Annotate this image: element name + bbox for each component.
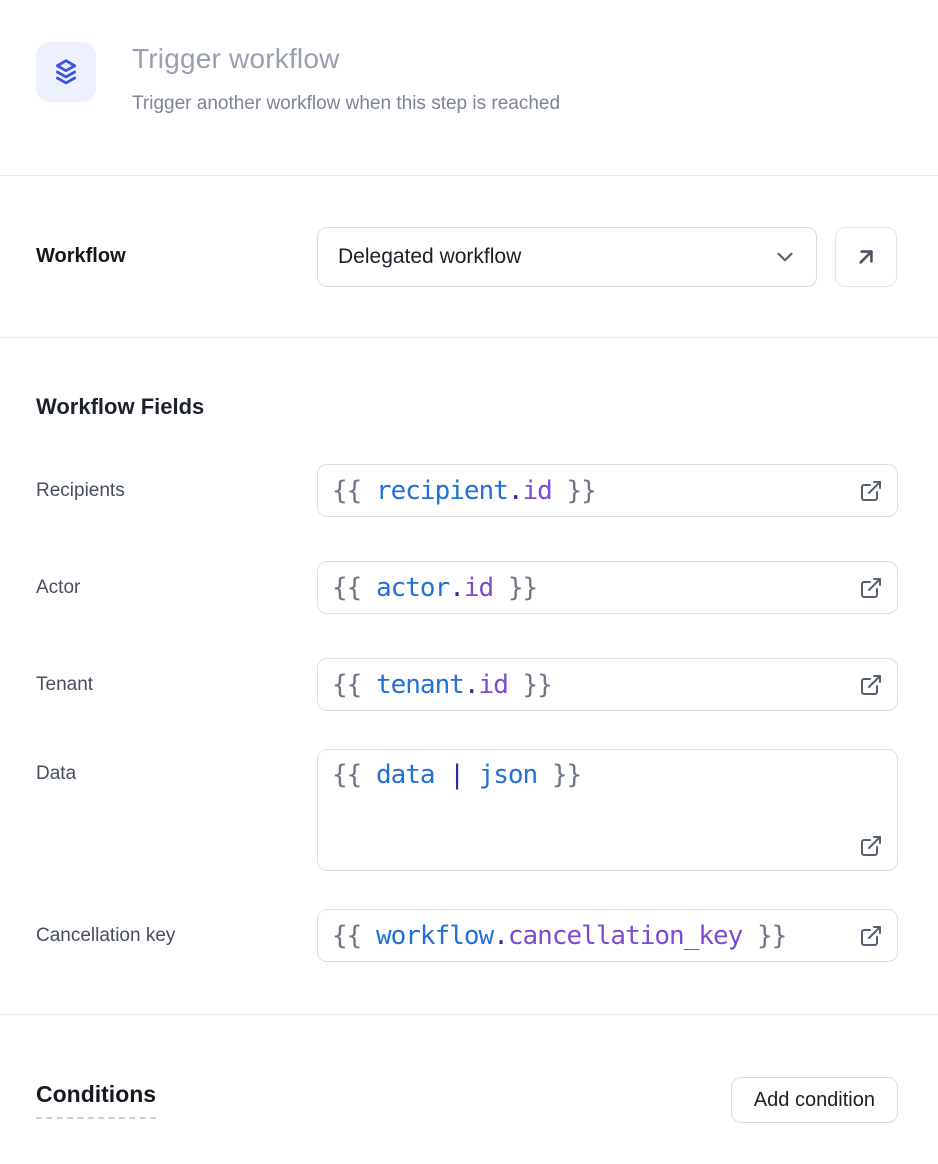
external-link-icon[interactable] [859,834,883,858]
template-token: . [449,572,465,603]
field-row-data: Data {{ data | json }} [36,749,898,871]
field-input-cancellation-key[interactable]: {{ workflow.cancellation_key }} [317,909,898,962]
template-token: {{ [332,475,376,506]
field-input-recipients[interactable]: {{ recipient.id }} [317,464,898,517]
external-link-icon[interactable] [859,924,883,948]
workflow-select-value: Delegated workflow [338,244,522,268]
workflow-label-cell: Workflow [36,245,317,268]
template-token: | [434,760,479,790]
template-token: id [522,475,553,506]
template-token: }} [493,572,538,603]
template-token: . [493,920,509,951]
template-token: id [478,669,509,700]
workflow-select-row: Workflow Delegated workflow [0,176,938,338]
workflow-fields-heading: Workflow Fields [36,394,205,419]
step-description: Trigger another workflow when this step … [132,93,561,114]
field-input-data[interactable]: {{ data | json }} [317,749,898,871]
field-label-data: Data [36,763,77,784]
field-label-cancellation-key: Cancellation key [36,924,176,946]
step-header-text: Trigger workflow Trigger another workflo… [132,42,560,116]
field-row-tenant: Tenant {{ tenant.id }} [36,658,898,711]
template-token: json [478,760,539,790]
template-token: . [463,669,480,700]
template-token: }} [507,669,553,700]
workflow-label: Workflow [36,245,126,267]
template-token: }} [551,475,596,506]
field-row-recipients: Recipients {{ recipient.id }} [36,464,898,517]
field-label-tenant: Tenant [36,673,94,695]
template-token: {{ [332,920,376,951]
step-icon-box [36,42,96,102]
template-token: workflow [375,920,494,951]
workflow-fields-section: Workflow Fields Recipients{{ recipient.i… [0,338,938,1015]
workflow-fields-rows: Recipients{{ recipient.id }}Actor{{ acto… [36,464,898,962]
template-token: {{ [332,760,376,790]
chevron-down-icon [772,244,798,270]
step-header: Trigger workflow Trigger another workflo… [0,0,938,176]
external-link-icon[interactable] [859,673,883,697]
field-row-cancellation-key: Cancellation key {{ workflow.cancellation… [36,909,898,962]
template-token: tenant [375,669,465,700]
add-condition-button[interactable]: Add condition [730,1077,898,1123]
layers-icon [50,56,82,88]
workflow-select[interactable]: Delegated workflow [317,226,817,287]
template-token: id [463,572,494,603]
template-token: }} [742,920,787,951]
template-token: . [507,475,524,506]
template-token: data [375,760,436,790]
template-token: }} [537,760,582,790]
field-label-recipients: Recipients [36,479,125,501]
arrow-up-right-icon [853,244,879,270]
external-link-icon[interactable] [859,576,883,600]
conditions-section: Conditions Add condition [0,1015,938,1123]
conditions-heading: Conditions [36,1081,157,1119]
template-token: {{ [332,572,376,603]
open-workflow-button[interactable] [835,226,897,287]
field-input-tenant[interactable]: {{ tenant.id }} [317,658,898,711]
template-token: cancellation_key [507,920,743,951]
field-input-actor[interactable]: {{ actor.id }} [317,561,898,614]
field-row-actor: Actor {{ actor.id }} [36,561,898,614]
template-token: {{ [332,669,376,700]
step-name-input[interactable]: Trigger workflow [132,43,340,74]
template-token: recipient [375,475,509,506]
external-link-icon[interactable] [859,479,883,503]
field-label-actor: Actor [36,576,81,598]
template-token: actor [375,572,450,603]
